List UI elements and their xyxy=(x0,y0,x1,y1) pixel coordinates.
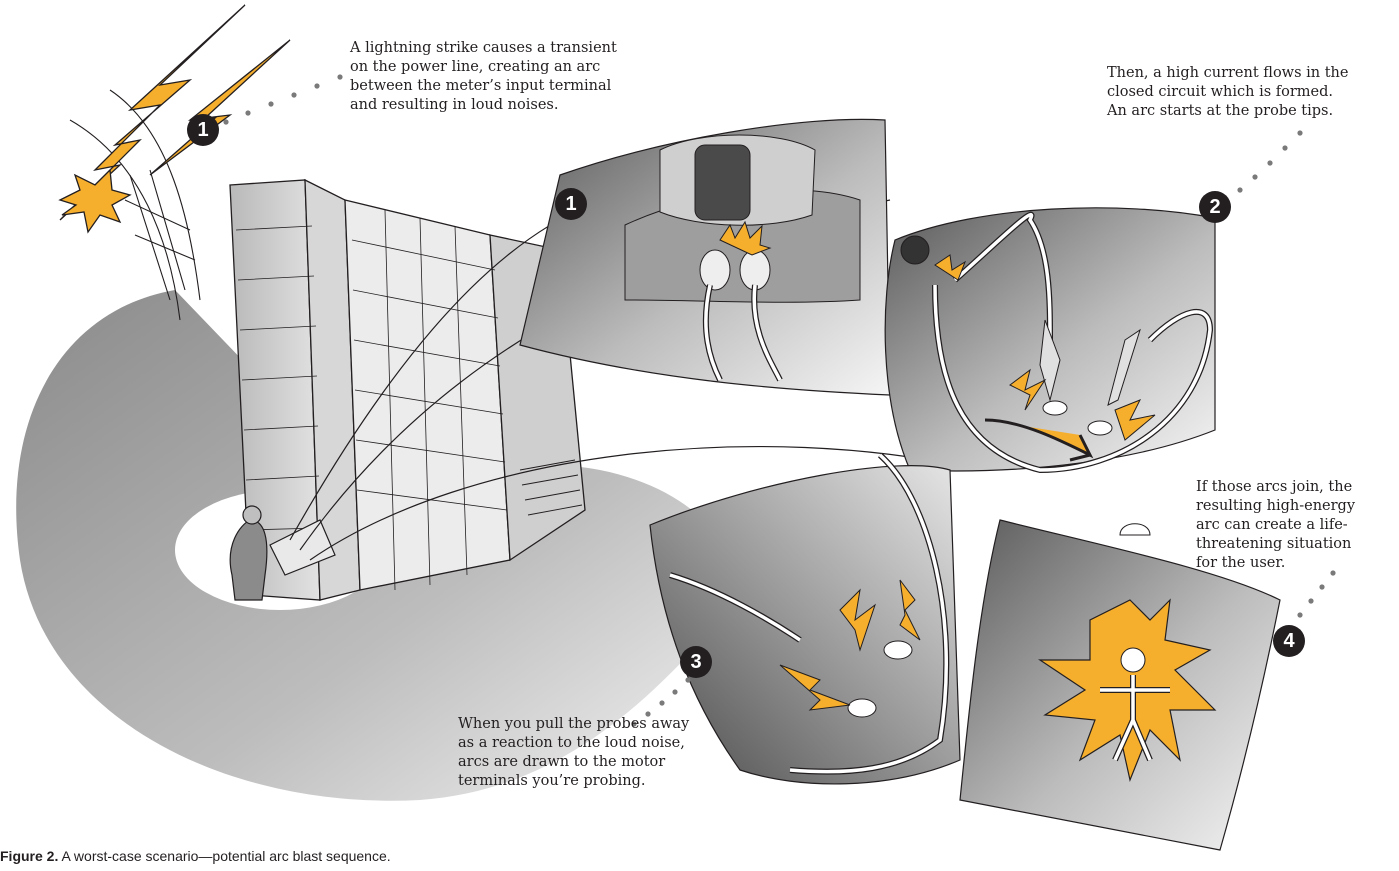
step-badge-1-panel: 1 xyxy=(555,188,587,220)
caption-step-2: Then, a high current flows in the closed… xyxy=(1107,64,1348,121)
buildings xyxy=(230,180,585,600)
step-badge-4: 4 xyxy=(1273,625,1305,657)
caption-step-4: If those arcs join, the resulting high-e… xyxy=(1196,478,1355,573)
caption-step-1: A lightning strike causes a transient on… xyxy=(350,39,617,115)
caption-step-3: When you pull the probes away as a react… xyxy=(458,715,689,791)
panel-meter xyxy=(520,119,890,395)
panel-current xyxy=(885,208,1215,471)
step-badge-1-top: 1 xyxy=(187,114,219,146)
figure-label: Figure 2. xyxy=(0,848,58,864)
figure-caption: Figure 2. A worst-case scenario—potentia… xyxy=(0,848,391,864)
panel-pullaway xyxy=(650,455,960,784)
step-badge-2: 2 xyxy=(1199,191,1231,223)
step-badge-3: 3 xyxy=(680,646,712,678)
figure-text: A worst-case scenario—potential arc blas… xyxy=(58,848,390,864)
